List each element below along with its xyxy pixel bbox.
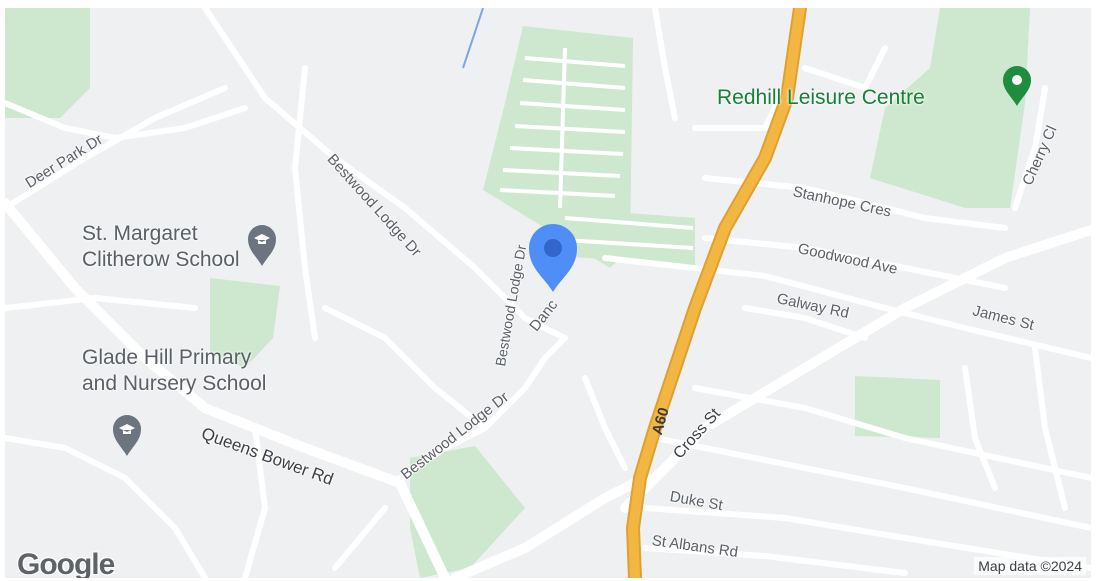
poi-st-margaret-line1[interactable]: St. Margaret [82,222,198,245]
water-line [462,8,484,69]
location-pin-icon[interactable] [529,224,577,292]
poi-st-margaret-line2[interactable]: Clitherow School [82,248,240,271]
secondary-roads [5,198,1091,578]
map-canvas[interactable]: Redhill Leisure Centre St. Margaret Clit… [5,8,1091,578]
poi-redhill-leisure-centre[interactable]: Redhill Leisure Centre [717,86,925,109]
a60-road [627,8,805,578]
map-base-layer [5,8,1091,578]
poi-glade-hill-line2[interactable]: and Nursery School [82,372,267,395]
map-attribution[interactable]: Map data ©2024 [974,557,1086,575]
place-pin-icon[interactable] [1003,66,1031,106]
poi-glade-hill-line1[interactable]: Glade Hill Primary [82,346,252,369]
graduation-cap-icon[interactable] [113,415,141,456]
graduation-cap-icon[interactable] [248,225,276,266]
google-logo[interactable]: Google [17,548,115,578]
cemetery-paths [499,47,694,250]
